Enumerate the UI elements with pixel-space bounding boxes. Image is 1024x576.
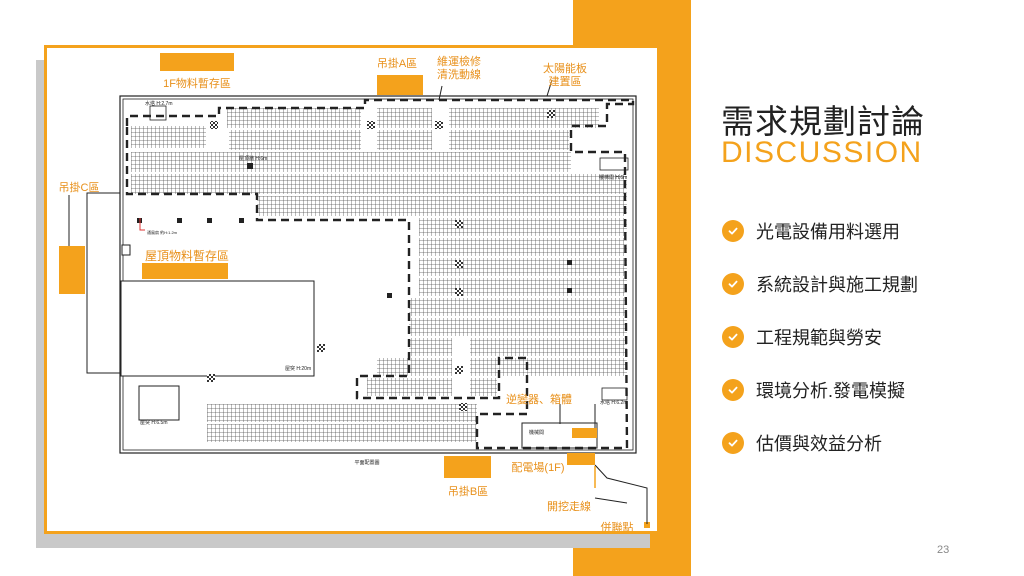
list-item: 工程規範與勞安 [722,310,918,363]
pv-array [257,196,627,216]
roof-structure-large [120,280,315,377]
maintenance-path [125,98,635,450]
pv-array [131,152,571,172]
grid-point-marker [644,522,650,528]
label-roof-storage: 屋頂物料暫存區 [145,248,229,263]
zone-substation [567,453,595,465]
note-fan: 通風扇 約H:1.2m [147,229,178,235]
list-item-label: 工程規範與勞安 [756,327,882,348]
roof-structure-small [138,385,180,421]
pv-array [207,404,477,422]
left-annex [86,192,120,374]
roof-fixtures [121,110,572,411]
note-equip-room: 機械間 [529,429,544,436]
label-maintenance-1: 維運檢修 [437,54,481,68]
label-solar-1: 太陽能板 [543,61,587,75]
label-hang-c: 吊掛C區 [59,180,100,194]
pv-array [409,338,627,356]
label-trench: 開挖走線 [547,499,591,513]
water-tower [601,387,628,401]
water-tank [149,105,167,121]
list-item: 光電設備用料選用 [722,204,918,257]
label-1f-storage: 1F物料暫存區 [163,76,231,90]
zone-hang-c [59,246,85,294]
pv-array [449,130,569,150]
check-icon [722,272,744,295]
pv-array [131,174,627,194]
pv-array [227,130,361,150]
pv-array [419,278,627,296]
list-item: 估價與效益分析 [722,416,918,469]
note-tower-b: 樓梯間 H:6m [599,174,627,181]
label-hang-a: 吊掛A區 [377,56,417,70]
label-solar-2: 建置區 [549,74,582,88]
solar-panel-arrays [131,108,627,442]
label-inverter: 逆變器、箱體 [506,392,572,406]
marker-line [139,218,145,231]
pv-array [449,108,599,128]
pv-array [419,238,627,256]
slide-title: 需求規劃討論 [721,103,925,140]
label-substation: 配電場(1F) [511,461,564,474]
pv-array [227,108,361,128]
pv-array [367,378,497,396]
slide-subtitle: DISCUSSION [721,136,923,169]
list-item: 系統設計與施工規劃 [722,257,918,310]
zone-1f-storage [160,53,234,71]
pv-array [419,218,627,236]
check-icon [722,219,744,242]
check-icon [722,431,744,454]
pv-array [377,108,432,128]
leader-lines [68,79,648,524]
label-grid-point: 併聯點 [601,520,634,531]
page-number: 23 [937,544,950,556]
stair-hall [599,157,629,171]
building-outline [119,95,637,454]
pv-array [131,126,206,148]
pv-array [409,298,627,316]
discussion-list: 光電設備用料選用 系統設計與施工規劃 工程規範與勞安 環境分析.發電模擬 估價與… [722,204,918,469]
zone-roof-storage [142,263,228,279]
list-item-label: 系統設計與施工規劃 [756,274,918,295]
check-icon [722,325,744,348]
list-item-label: 環境分析.發電模擬 [756,380,906,401]
array-gaps [207,130,470,398]
floor-plan-diagram: 1F物料暫存區 吊掛A區 維運檢修 清洗動線 太陽能板 建置區 吊掛C區 屋頂物… [59,53,650,531]
pv-array [409,318,627,336]
list-item-label: 光電設備用料選用 [756,221,900,242]
note-tank: 水塔 H:2.7m [145,100,173,107]
pv-array [377,130,432,150]
label-maintenance-2: 清洗動線 [437,67,481,81]
pv-array [207,424,477,442]
inverter-box [572,428,597,438]
label-hang-b: 吊掛B區 [448,484,488,498]
check-icon [722,378,744,401]
list-item: 環境分析.發電模擬 [722,363,918,416]
pv-array [377,358,627,376]
note-roof-65: 屋突 H:6.5m [140,419,168,426]
label-plan-caption: 平面配置圖 [354,460,379,466]
zone-hang-b [444,456,491,478]
floor-plan-card: 1F物料暫存區 吊掛A區 維運檢修 清洗動線 太陽能板 建置區 吊掛C區 屋頂物… [44,45,660,534]
note-tower-a: 屋頂牆 H:6m [239,155,267,162]
note-roof-20: 屋突 H:20m [285,365,311,372]
pv-array [419,258,627,276]
zone-hang-a [377,75,423,95]
note-roof-62: 水塔 H:6.2m [600,399,628,406]
list-item-label: 估價與效益分析 [756,433,882,454]
